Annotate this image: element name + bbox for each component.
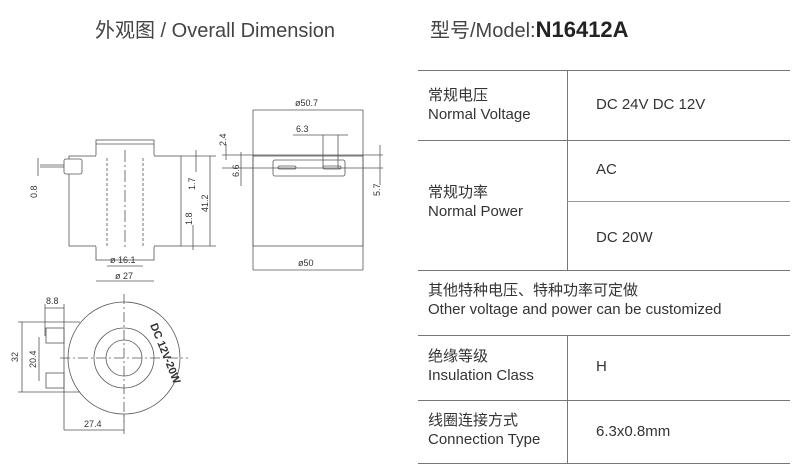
label-en: Normal Power (428, 203, 524, 220)
dim-d27: ø 27 (115, 271, 133, 281)
label-en: Connection Type (428, 431, 541, 448)
label-cn: 常规功率 (428, 184, 489, 201)
overall-dimension-title: 外观图 / Overall Dimension (95, 20, 336, 42)
row-custom: 其他特种电压、特种功率可定做 Other voltage and power ca… (418, 270, 790, 336)
front-view: ø50.7 ø50 6.3 2.4 6.6 5.7 (218, 98, 383, 271)
label-en: Other voltage and power can be customize… (428, 301, 722, 318)
model-title: 型号/Model:N16412A (430, 14, 629, 43)
dim-0-8: 0.8 (29, 185, 39, 198)
dimension-drawing: ø 16.1 ø 27 0.8 1.7 1.8 41.2 ø50.7 ø50 6… (10, 98, 383, 434)
model-prefix: 型号/Model: (430, 20, 536, 42)
dim-d16-1: ø 16.1 (110, 255, 136, 265)
row-insulation: 绝缘等级 Insulation Class H (418, 335, 790, 401)
row-normal-voltage: 常规电压 Normal Voltage DC 24V DC 12V (418, 70, 790, 141)
dim-2-4: 2.4 (218, 133, 228, 146)
connection-value: 6.3x0.8mm (596, 423, 671, 440)
dim-32: 32 (10, 352, 20, 362)
dim-d50-7: ø50.7 (295, 98, 318, 108)
power-ac-value: AC (596, 161, 617, 178)
row-connection: 线圈连接方式 Connection Type 6.3x0.8mm (418, 400, 790, 464)
dim-8-8: 8.8 (46, 296, 59, 306)
dim-6-3: 6.3 (296, 124, 309, 134)
power-dc-value: DC 20W (596, 229, 653, 246)
dim-27-4: 27.4 (84, 419, 102, 429)
dim-41-2: 41.2 (200, 194, 210, 212)
side-view: ø 16.1 ø 27 0.8 1.7 1.8 41.2 (29, 139, 216, 282)
top-view: 8.8 32 20.4 27.4 DC 12V-20W (10, 294, 188, 434)
label-cn: 常规电压 (428, 87, 489, 104)
dim-d50: ø50 (298, 258, 314, 268)
label-cn: 绝缘等级 (428, 348, 489, 365)
dim-5-7: 5.7 (372, 183, 382, 196)
label-cn: 其他特种电压、特种功率可定做 (428, 282, 639, 299)
label-cn: 线圈连接方式 (428, 412, 519, 429)
dim-1-7: 1.7 (187, 177, 197, 190)
dim-20-4: 20.4 (28, 350, 38, 368)
row-normal-power: 常规功率 Normal Power AC DC 20W (418, 140, 790, 271)
label-en: Normal Voltage (428, 106, 531, 123)
dim-1-8: 1.8 (184, 212, 194, 225)
coil-marking: DC 12V-20W (147, 322, 182, 387)
voltage-value: DC 24V DC 12V (596, 96, 706, 113)
label-en: Insulation Class (428, 367, 534, 384)
dim-6-6: 6.6 (231, 164, 241, 177)
model-number: N16412A (535, 17, 629, 42)
insulation-value: H (596, 358, 607, 375)
